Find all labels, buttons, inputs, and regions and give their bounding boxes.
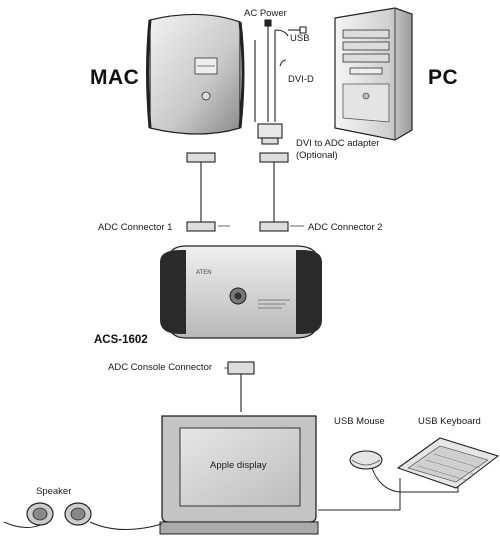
keyboard-icon [396, 437, 500, 489]
computer-cables [186, 19, 307, 232]
switch-logo: ATEN [196, 270, 212, 276]
speaker-icon [26, 502, 92, 526]
mac-label: MAC [90, 66, 140, 89]
pc-computer-icon [334, 7, 413, 141]
adapter-label: DVI to ADC adapter [296, 138, 380, 149]
adc-connector-1-label: ADC Connector 1 [98, 222, 173, 233]
apple-display-icon [159, 415, 319, 535]
usb-label: USB [290, 33, 310, 44]
mouse-icon [349, 450, 383, 470]
dvi-d-label: DVI-D [288, 74, 314, 85]
model-label: ACS-1602 [94, 334, 148, 346]
kvm-switch-icon: ATEN [160, 245, 322, 339]
speaker-label: Speaker [36, 486, 72, 497]
ac-power-label: AC Power [244, 8, 287, 19]
adc-console-connector-label: ADC Console Connector [108, 362, 213, 373]
display-label: Apple display [210, 460, 267, 471]
console-cable [224, 361, 255, 412]
adapter-optional-label: (Optional) [296, 150, 338, 161]
usb-mouse-label: USB Mouse [334, 416, 385, 427]
usb-keyboard-label: USB Keyboard [418, 416, 481, 427]
adc-connector-2-label: ADC Connector 2 [308, 222, 383, 233]
mac-computer-icon [146, 13, 245, 135]
pc-label: PC [428, 66, 459, 89]
